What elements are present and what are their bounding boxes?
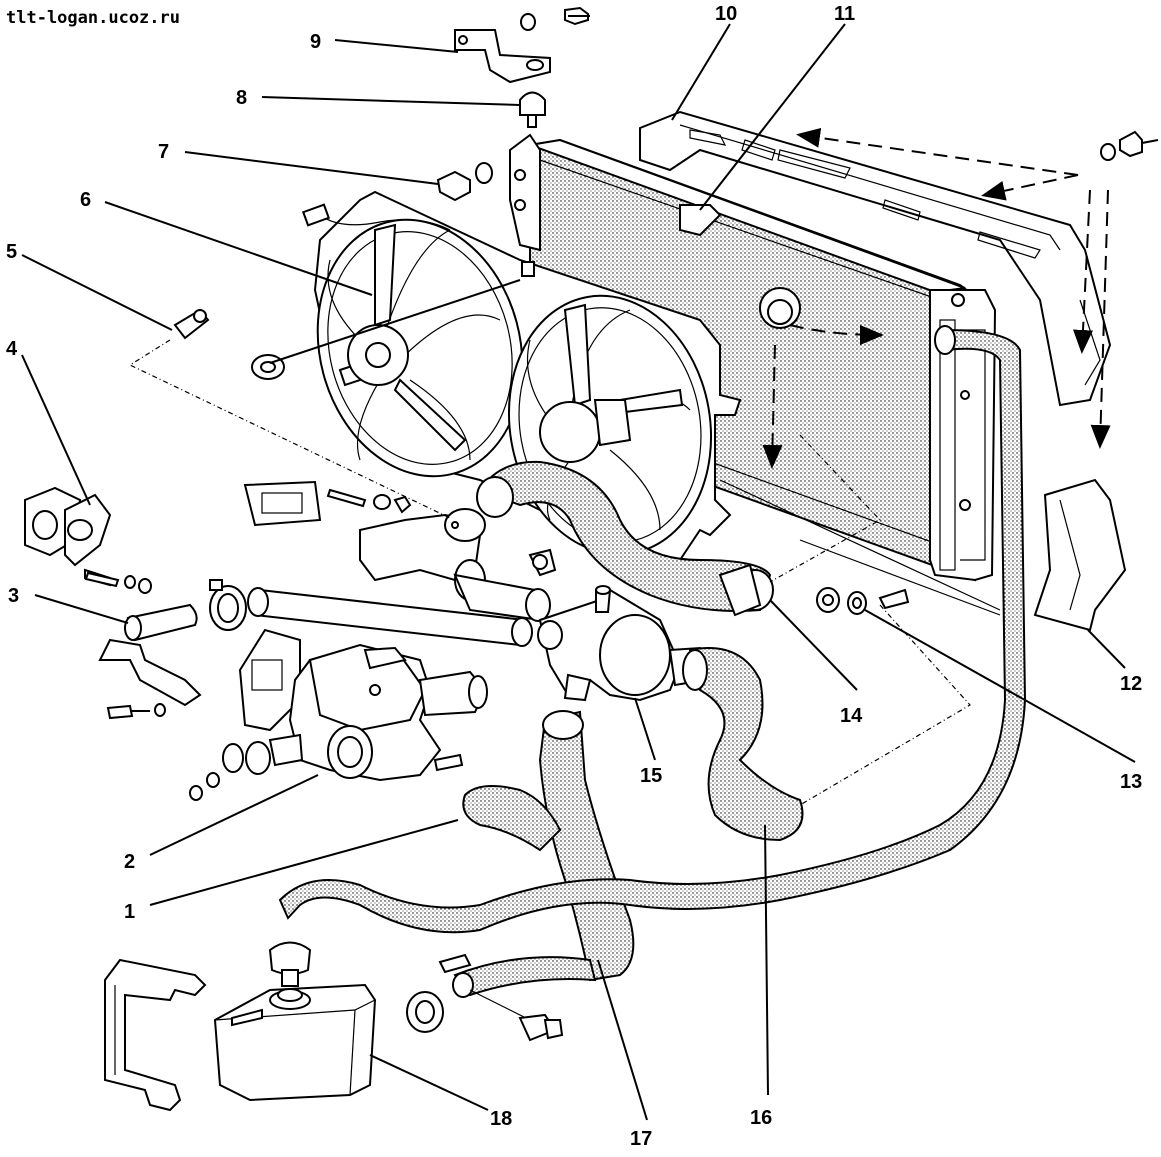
thermostat-15 xyxy=(537,585,707,702)
upper-radiator-hose xyxy=(476,460,774,617)
callout-2: 2 xyxy=(124,851,135,873)
clamp-17 xyxy=(406,953,472,1033)
gasket xyxy=(243,480,322,527)
temperature-sensor-5 xyxy=(173,308,210,340)
callout-16: 16 xyxy=(750,1107,772,1129)
callout-3: 3 xyxy=(8,585,19,607)
bolt-7 xyxy=(436,162,493,202)
tank-strap xyxy=(104,958,207,1112)
callout-18: 18 xyxy=(490,1108,512,1130)
watermark: tlt-logan.ucoz.ru xyxy=(6,8,180,28)
air-deflector xyxy=(1033,478,1127,632)
leader-lines xyxy=(21,23,1136,1121)
callout-9: 9 xyxy=(310,31,321,53)
pipe-bracket-3 xyxy=(98,603,202,720)
grommet-8 xyxy=(519,91,546,128)
callout-14: 14 xyxy=(840,705,863,727)
lower-hose-17 xyxy=(452,710,635,998)
callout-8: 8 xyxy=(236,87,247,109)
callout-6: 6 xyxy=(80,189,91,211)
bracket-9 xyxy=(454,6,590,84)
callout-5: 5 xyxy=(6,241,17,263)
hose-clamp xyxy=(209,579,247,631)
sensor-connector xyxy=(469,989,564,1042)
assembly-lines xyxy=(128,339,971,806)
fan-mount-nut xyxy=(251,354,285,380)
heater-hose xyxy=(247,587,533,647)
radiator-shroud xyxy=(639,110,1112,407)
shroud-bolt xyxy=(1100,130,1159,161)
nut-washer-13 xyxy=(816,587,910,615)
water-pump xyxy=(189,628,488,801)
callout-4: 4 xyxy=(6,338,18,360)
callout-10: 10 xyxy=(715,3,737,25)
radiator xyxy=(509,133,1001,616)
stud-bolts xyxy=(84,488,412,588)
callouts: 1 2 3 4 5 6 7 8 9 10 11 12 13 14 15 16 1… xyxy=(6,3,1142,1150)
callout-11: 11 xyxy=(834,3,855,25)
bypass-hose xyxy=(278,325,1027,934)
callout-7: 7 xyxy=(158,141,169,163)
callout-12: 12 xyxy=(1120,673,1142,695)
callout-17: 17 xyxy=(630,1128,652,1150)
callout-1: 1 xyxy=(124,901,135,923)
assembly-arrows xyxy=(762,127,1111,469)
radiator-lower-hose-16 xyxy=(682,647,804,842)
callout-13: 13 xyxy=(1120,771,1142,793)
expansion-tank xyxy=(213,941,377,1102)
spring-clip xyxy=(759,287,801,329)
callout-15: 15 xyxy=(640,765,662,787)
